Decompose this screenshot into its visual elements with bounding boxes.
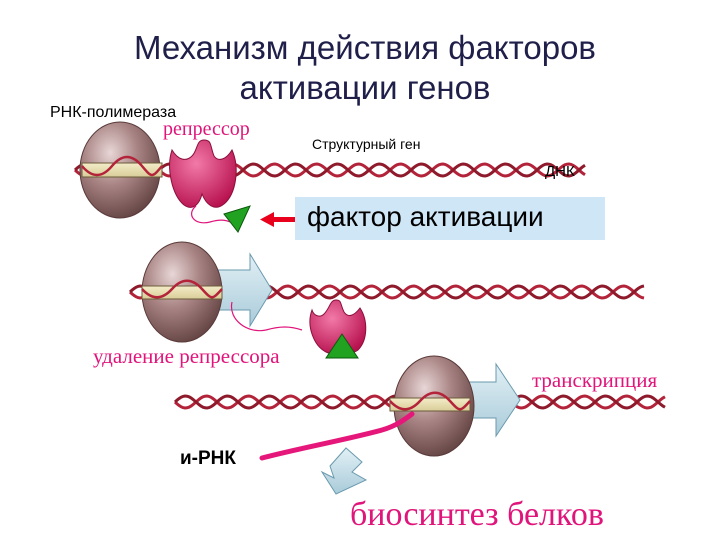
transcription-label: транскрипция <box>532 368 658 392</box>
dna-label: ДНК <box>545 163 575 180</box>
rna-polymerase-label: РНК-полимераза <box>50 104 177 121</box>
structural-gene-label: Структурный ген <box>312 136 421 152</box>
slide-title-line-1: Механизм действия факторов <box>134 29 596 66</box>
protein-biosynthesis-label: биосинтез белков <box>350 496 604 533</box>
slide-title-line-2: активации генов <box>239 69 491 106</box>
activator-triangle-top <box>223 205 251 233</box>
dna-in-polymerase-top <box>81 155 163 177</box>
dna-in-polymerase-bottom <box>389 391 471 411</box>
activation-factor-label: фактор активации <box>295 197 605 240</box>
dna-in-polymerase-middle <box>141 279 223 299</box>
binding-link-top <box>191 205 231 224</box>
mrna-strand <box>259 411 415 461</box>
repressor-bound <box>169 139 237 208</box>
slide-title: Механизм действия факторов активации ген… <box>95 28 635 108</box>
repressor-label: репрессор <box>163 118 250 140</box>
mrna-label: и-РНК <box>180 448 236 469</box>
repressor-removal-label: удаление репрессора <box>93 344 280 368</box>
activator-triangle-middle <box>325 333 359 359</box>
biosynthesis-arrow <box>320 447 368 495</box>
red-arrow <box>260 212 296 227</box>
binding-link-middle <box>230 301 303 332</box>
